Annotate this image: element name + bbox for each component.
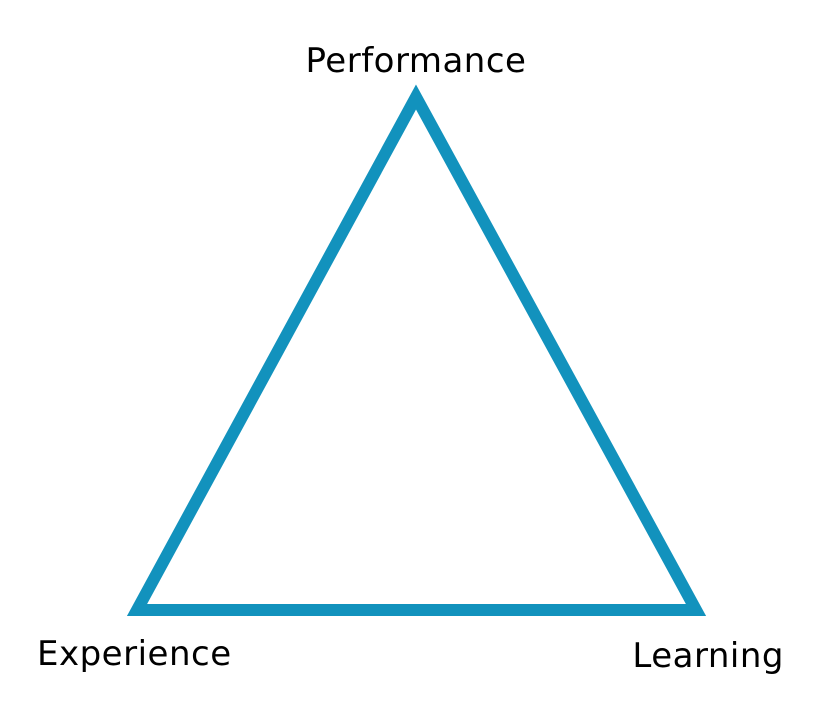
- vertex-label-experience: Experience: [37, 634, 232, 674]
- vertex-label-learning: Learning: [632, 636, 784, 676]
- vertex-label-performance: Performance: [305, 41, 527, 81]
- triangle-outline: [126, 84, 707, 616]
